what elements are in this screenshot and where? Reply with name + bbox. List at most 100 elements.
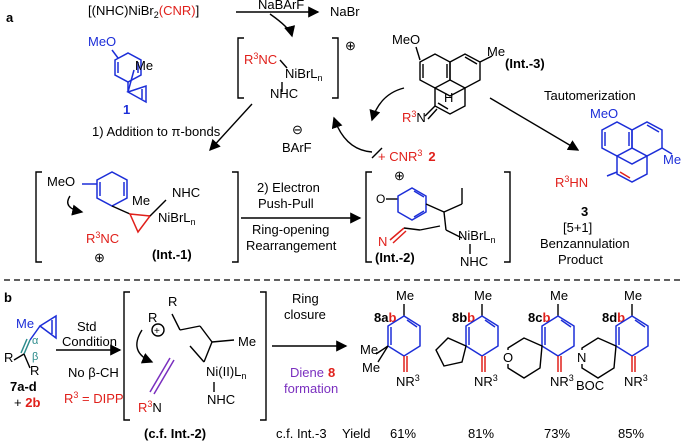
svg-text:NHC: NHC [460, 254, 488, 269]
product-nr3: NR3 [624, 373, 648, 389]
compound-1: MeO Me 1 [88, 34, 153, 117]
product-methyl: Me [624, 288, 642, 303]
svg-text:N: N [378, 234, 387, 249]
svg-text:Benzannulation: Benzannulation [540, 236, 630, 251]
svg-text:MeO: MeO [392, 32, 420, 47]
svg-text:R: R [168, 294, 177, 309]
step2-line2: Push-Pull [258, 196, 314, 211]
curved-arrow-nabarf [269, 13, 296, 38]
circle-arrow-2 [331, 116, 373, 153]
byproduct-nabr: NaBr [330, 4, 360, 19]
svg-text:β: β [32, 351, 38, 363]
product-8d-label: 8db [602, 310, 625, 325]
intermediate-cf-int2: R R + Me R3N Ni(II)Ln NHC (c.f. Int.-2) [123, 291, 267, 441]
svg-text:R3NC: R3NC [244, 51, 277, 67]
counter-ion-charge: ⊖ [292, 122, 303, 137]
svg-text:Me: Me [663, 152, 681, 167]
svg-text:MeO: MeO [590, 106, 618, 121]
svg-text:NiBrLn: NiBrLn [158, 210, 196, 227]
formation-text: formation [284, 381, 338, 396]
product-heteroatom: O [503, 350, 513, 365]
step1-text: 1) Addition to π-bonds [92, 124, 221, 139]
product-8b-yield: 81% [468, 426, 494, 441]
svg-text:(c.f. Int.-2): (c.f. Int.-2) [144, 426, 206, 441]
product-double-bond [634, 319, 646, 328]
svg-text:MeO: MeO [88, 34, 116, 49]
svg-text:MeO: MeO [47, 174, 75, 189]
product-methyl: Me [360, 342, 378, 357]
reagent-nabarf: NaBArF [258, 0, 304, 12]
product-8b-label: 8bb [452, 310, 475, 325]
product-heteroatom-mask [576, 350, 588, 364]
svg-text:R3N: R3N [402, 109, 426, 125]
svg-text:⊕: ⊕ [394, 168, 405, 183]
product-nr3: NR3 [474, 373, 498, 389]
product-heteroatom: N [577, 350, 586, 365]
product-methyl: Me [362, 360, 380, 375]
arrow-tautomerization [489, 97, 580, 151]
no-beta-ch: No β-CH [68, 365, 119, 380]
product-methyl: Me [396, 288, 414, 303]
cf-int3: c.f. Int.-3 [276, 426, 327, 441]
svg-text:H: H [444, 90, 453, 105]
product-3: MeO Me R3HN 3 [5+1] Benzannulation Produ… [540, 106, 681, 267]
svg-text:(Int.-1): (Int.-1) [152, 247, 192, 262]
product-number: 3 [581, 204, 588, 219]
svg-text:α: α [32, 335, 39, 347]
product-8d-yield: 85% [618, 426, 644, 441]
svg-text:R: R [148, 310, 157, 325]
svg-text:R: R [4, 350, 13, 365]
product-double-bond [406, 319, 418, 328]
svg-text:Me: Me [135, 58, 153, 73]
svg-text:NHC: NHC [172, 185, 200, 200]
product-double-bond [484, 319, 496, 328]
product-8c-yield: 73% [544, 426, 570, 441]
svg-text:Me: Me [238, 334, 256, 349]
catalyst-text: [(NHC)NiBr2(CNR)] [88, 3, 199, 20]
product-8a-yield: 61% [390, 426, 416, 441]
intermediate-3: MeO Me (Int.-3) H R3N [392, 32, 545, 125]
product-heterocycle [581, 337, 617, 379]
step2-line3: Ring-opening [252, 222, 329, 237]
intermediate-1: MeO Me NHC NiBrLn R3NC ⊕ (Int.-1) [35, 171, 239, 265]
svg-text:O: O [376, 192, 385, 206]
svg-text:NHC: NHC [207, 392, 235, 407]
svg-text:R3NC: R3NC [86, 230, 119, 246]
product-heteroatom-mask [502, 350, 514, 364]
product-8a-label: 8ab [374, 310, 396, 325]
product-boc: BOC [576, 378, 604, 393]
product-methyl: Me [474, 288, 492, 303]
svg-text:NiBrLn: NiBrLn [285, 66, 323, 83]
ring-text: Ring [292, 291, 319, 306]
svg-text:NHC: NHC [270, 86, 298, 101]
svg-text:NiBrLn: NiBrLn [458, 228, 496, 245]
products-8: 8abMeNR3MeMe61%8bbMeNR381%8cbMeNR3O73%8d… [360, 288, 649, 441]
product-bond [377, 345, 389, 363]
svg-text:R: R [30, 363, 39, 378]
product-bond [375, 345, 389, 355]
svg-text:Me: Me [132, 193, 150, 208]
product-cyclopentane [435, 337, 467, 367]
arrow-cnr [371, 147, 383, 159]
product-nr3: NR3 [396, 373, 420, 389]
svg-text:Me: Me [16, 316, 34, 331]
circle-arrow-1 [369, 87, 405, 122]
arrow-to-int1 [209, 103, 253, 152]
svg-text:R3HN: R3HN [555, 174, 588, 190]
svg-text:R3N: R3N [138, 399, 162, 415]
panel-a-label: a [6, 10, 14, 25]
std-text: Std [77, 319, 97, 334]
starting-material-7: Me α β R R 7a-d + 2b [4, 314, 57, 410]
svg-text:1: 1 [123, 102, 130, 117]
closure-text: closure [284, 307, 326, 322]
svg-text:7a-d: 7a-d [10, 379, 37, 394]
step2-line1: 2) Electron [257, 180, 320, 195]
ni-complex: R3NC NiBrLn NHC ⊕ [237, 37, 356, 101]
tautomerization-text: Tautomerization [544, 88, 636, 103]
counter-ion-barf: BArF [282, 140, 312, 155]
condition-text: Condition [62, 334, 117, 349]
product-8c-label: 8cb [528, 310, 550, 325]
r3-dipp: R3 = DIPP [64, 390, 124, 406]
